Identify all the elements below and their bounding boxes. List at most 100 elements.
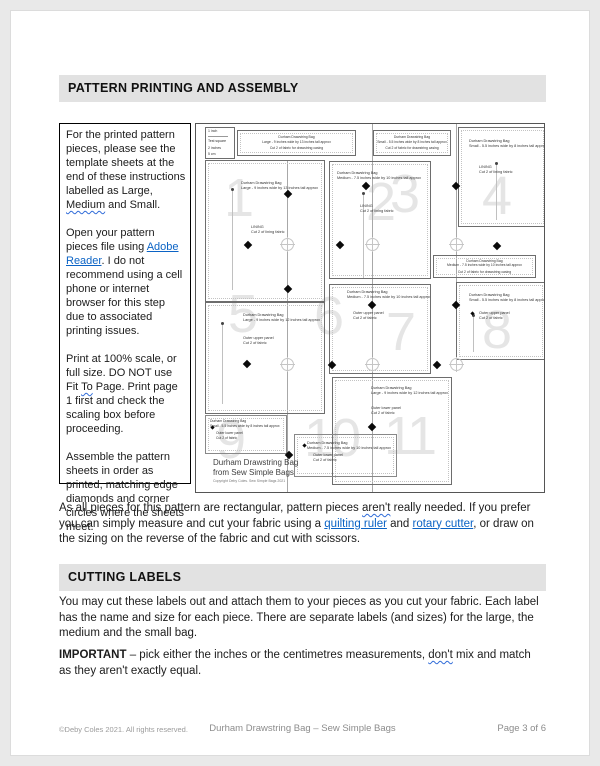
piece-name: Outer lower panel (216, 431, 243, 435)
sheet-number-ghost: 7 (386, 302, 416, 362)
text-run: Page. Print page 1 first and check the s… (66, 381, 178, 435)
piece-title: Durham Drawstring Bag (241, 181, 282, 185)
adobe-reader-link[interactable]: Adobe Reader (66, 241, 179, 267)
piece-cutting: Cut 2 of fabric for drawstring casing (269, 146, 324, 151)
piece-name: LINING (251, 225, 264, 229)
text-run: As all pieces for this pattern are recta… (59, 502, 362, 514)
test-square-text: 2 inches (208, 145, 222, 150)
corner-circle-marker (365, 357, 380, 372)
piece-title: Durham Drawstring Bag (466, 258, 503, 263)
piece-name: Outer upper panel (243, 336, 274, 340)
section-heading-cutting-labels: CUTTING LABELS (59, 564, 546, 591)
text-run: , or draw on the sizing on the reverse o… (59, 517, 534, 546)
piece-size: Large - 9 inches wide by 12 inches tall … (371, 391, 449, 395)
instructions-paragraph-1: For the printed pattern pieces, please s… (66, 128, 186, 212)
piece-size: Medium - 7.5 inches wide by 10 inches ta… (446, 263, 522, 268)
corner-circle-marker (449, 357, 464, 372)
text-run: – pick either the inches or the centimet… (126, 649, 429, 661)
grainline (231, 188, 234, 290)
piece-size: Small - 5.5 inches wide by 8 inches tall… (469, 298, 545, 302)
corner-circle-marker (280, 237, 295, 252)
sheet-number-ghost: 4 (482, 166, 512, 226)
text-run: and Small. (105, 199, 161, 211)
section-heading-pattern-printing: PATTERN PRINTING AND ASSEMBLY (59, 75, 546, 102)
piece-size: Medium - 7.5 inches wide by 10 inches ta… (337, 176, 421, 180)
text-run: For the printed pattern pieces, please s… (66, 129, 186, 197)
instructions-paragraph-3: Print at 100% scale, or full size. DO NO… (66, 352, 186, 436)
edge-diamond-marker (432, 360, 442, 370)
piece-title: Durham Drawstring Bag (347, 290, 388, 294)
grainline (472, 314, 475, 352)
important-paragraph: IMPORTANT – pick either the inches or th… (59, 648, 546, 679)
test-square-text: 5 cm (208, 152, 216, 156)
section-heading-text: CUTTING LABELS (68, 570, 182, 584)
piece-cutting: Cut 2 of fabric (243, 341, 267, 345)
test-square-rule (208, 135, 228, 137)
cutting-labels-paragraph: You may cut these labels out and attach … (59, 596, 539, 639)
piece-title: Durham Drawstring Bag (210, 419, 247, 423)
pattern-credit: Durham Drawstring Bag from Sew Simple Ba… (213, 458, 298, 483)
piece-name: Outer upper panel (479, 311, 510, 315)
piece-name: Outer lower panel (313, 453, 343, 457)
piece-size: Medium - 7.5 inches wide by 10 inches ta… (347, 295, 431, 299)
piece-size: Small - 5.5 inches wide by 8 inches tall… (469, 144, 545, 148)
footer-copyright: ©Deby Coles 2021. All rights reserved. (59, 725, 188, 734)
piece-cutting: Cut 2 of fabric (353, 316, 377, 320)
text-run: Print at 100% scale, or full size. DO NO… (66, 353, 177, 393)
document-page: PATTERN PRINTING AND ASSEMBLY For the pr… (10, 10, 590, 756)
test-square-text: 1 inch (208, 129, 218, 133)
test-square-text: Test square (208, 139, 227, 143)
important-label: IMPORTANT (59, 649, 127, 661)
piece-cutting: Cut 2 of lining fabric (479, 170, 513, 174)
spellcheck-word: don't (428, 649, 453, 661)
page-footer: ©Deby Coles 2021. All rights reserved. D… (59, 723, 546, 739)
piece-size: Large - 9 inches wide by 12 inches tall … (243, 318, 321, 322)
piece-size: Large - 9 inches wide by 13 inches tall … (241, 186, 319, 190)
piece-title: Durham Drawstring Bag (469, 293, 510, 297)
instructions-paragraph-2: Open your pattern pieces file using Adob… (66, 226, 186, 338)
sheet-number-ghost: 11 (384, 406, 437, 466)
piece-cutting: Cut 2 of fabric (216, 436, 238, 440)
piece-title: Durham Drawstring Bag (278, 135, 315, 140)
text-run: really needed. If you prefer you can sim… (59, 502, 531, 530)
piece-name: LINING (360, 204, 373, 208)
section-heading-text: PATTERN PRINTING AND ASSEMBLY (68, 81, 299, 95)
instructions-panel: For the printed pattern pieces, please s… (59, 123, 191, 533)
sheet-number-ghost: 5 (228, 284, 258, 344)
piece-cutting: Cut 2 of lining fabric (360, 209, 394, 213)
piece-title: Durham Drawstring Bag (337, 171, 378, 175)
piece-cutting: Cut 2 of fabric (371, 411, 395, 415)
text-run: . I do not recommend using a cell phone … (66, 255, 183, 337)
piece-size: Small - 5.5 inches wide by 8 inches tall… (377, 139, 447, 144)
pattern-credit-line: from Sew Simple Bags (213, 467, 294, 477)
sheet-number-ghost: 1 (224, 168, 254, 228)
grainline (362, 192, 365, 278)
piece-name: LINING (479, 165, 492, 169)
piece-size: Small - 5.5 inches wide by 8 inches tall… (210, 424, 280, 428)
spellcheck-word: aren't (362, 502, 391, 514)
quilting-ruler-link[interactable]: quilting ruler (324, 517, 387, 530)
pieces-paragraph: As all pieces for this pattern are recta… (59, 501, 546, 548)
sheet-edge-line (287, 160, 288, 492)
piece-cutting: Cut 2 of lining fabric (251, 230, 285, 234)
piece-title: Durham Drawstring Bag (469, 139, 510, 143)
print-test-square: 1 inch Test square 2 inches 5 cm (205, 127, 235, 159)
pattern-credit-line: Durham Drawstring Bag (213, 458, 299, 467)
footer-page-number: Page 3 of 6 (497, 723, 546, 734)
piece-cutting: Cut 2 of fabric for drawstring casing (385, 146, 439, 151)
piece-title: Durham Drawstring Bag (307, 441, 348, 445)
sheet-number-ghost: 2 (366, 172, 396, 232)
rotary-cutter-link[interactable]: rotary cutter (412, 517, 474, 530)
piece-size: Medium - 7.5 inches wide by 10 inches ta… (307, 446, 391, 450)
text-run: Open your pattern pieces file using (66, 227, 155, 253)
